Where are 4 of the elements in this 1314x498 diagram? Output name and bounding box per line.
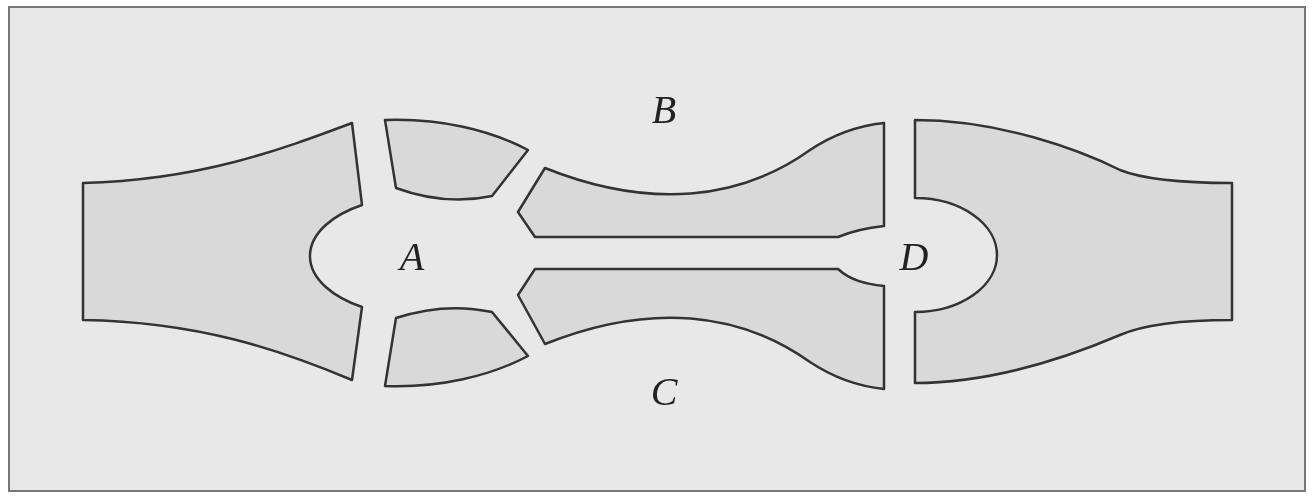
- region-label: A: [399, 237, 425, 277]
- region-label: C: [650, 372, 678, 412]
- region-label: D: [899, 237, 929, 277]
- region-label: B: [651, 90, 677, 130]
